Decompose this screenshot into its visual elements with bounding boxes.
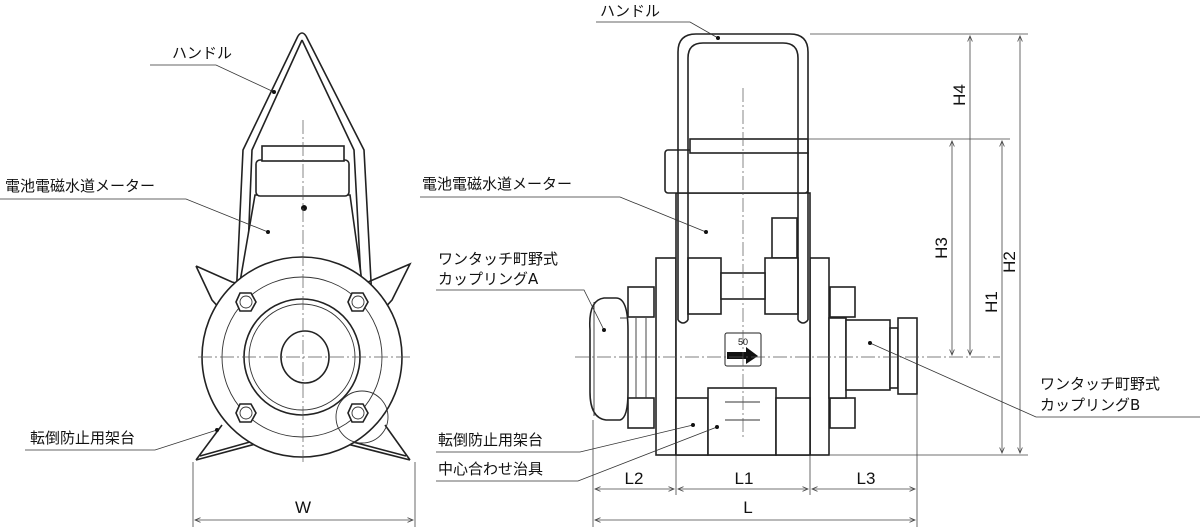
right-flange [809,257,830,456]
dimensions: W L L2 L1 L3 H4 H3 H1 H2 [192,33,1028,527]
bolt-nut [235,292,257,312]
side-handle [677,33,809,324]
coupling-a [588,286,655,429]
label-coupling-a-line1: ワンタッチ町野式 [438,250,558,268]
front-meter-head [255,159,350,197]
bolt-nut [347,403,369,423]
callouts: ハンドル 電池電磁水道メーター 転倒防止用架台 ハンドル 電池電磁水道メーター … [0,2,1200,482]
dim-label-h3: H3 [932,237,951,259]
coupling-b [828,286,918,429]
upper-block-right [764,257,799,315]
side-terminal-box [771,217,798,259]
label-handle-front: ハンドル [172,44,232,62]
front-indicator-dot [301,205,307,211]
dim-label-l3: L3 [857,469,876,488]
left-flange [655,257,677,456]
dim-label-h4: H4 [950,84,969,106]
label-coupling-a-line2: カップリングA [438,270,539,288]
label-coupling-b-line2: カップリングB [1040,396,1140,414]
label-meter-side: 電池電磁水道メーター [422,175,572,193]
dim-label-l: L [743,498,752,517]
flow-arrow-icon [727,347,758,364]
front-bolts [235,292,369,423]
front-centerline [198,120,412,462]
side-meter-cover [689,138,809,154]
label-stand-side: 転倒防止用架台 [438,431,543,449]
bolt-nut [235,403,257,423]
dim-label-h2: H2 [1000,251,1019,273]
side-meter-head [664,149,809,194]
bolt-nut [347,292,369,312]
label-centering-jig: 中心合わせ治具 [438,460,543,478]
side-centerline [575,88,1000,440]
side-view: 50 [575,33,1000,456]
dim-label-l1: L1 [735,469,754,488]
label-handle-side: ハンドル [600,2,660,20]
dim-label-l2: L2 [625,469,644,488]
label-meter-front: 電池電磁水道メーター [5,177,155,195]
label-coupling-b-line1: ワンタッチ町野式 [1040,375,1160,393]
label-stand-front: 転倒防止用架台 [30,429,135,447]
dim-label-h1: H1 [982,291,1001,313]
dim-label-w: W [295,498,311,517]
upper-block-left [687,257,722,315]
front-view [195,32,412,462]
